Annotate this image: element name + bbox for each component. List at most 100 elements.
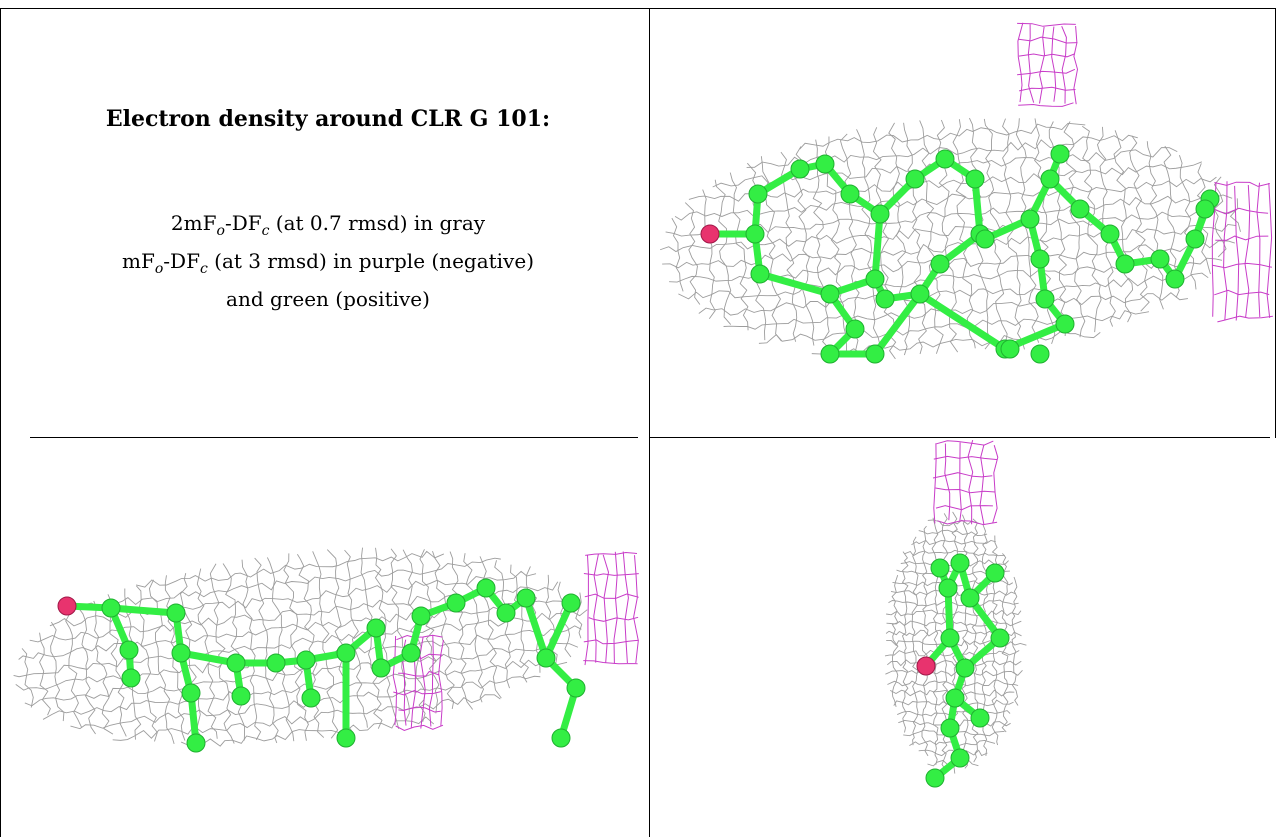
carbon-atom <box>1165 269 1185 289</box>
carbon-atom <box>940 628 960 648</box>
density-render-1 <box>659 22 1273 364</box>
caption-line-mfo: mFo-DFc (at 3 rmsd) in purple (negative) <box>122 249 534 277</box>
purple-mesh-right <box>583 551 639 666</box>
bond <box>871 210 884 283</box>
carbon-atom <box>516 588 536 608</box>
bond <box>756 270 834 298</box>
carbon-atom <box>411 606 431 626</box>
carbon-atom <box>1030 249 1050 269</box>
carbon-atom <box>925 768 945 788</box>
carbon-atom <box>101 598 121 618</box>
carbon-atom <box>820 284 840 304</box>
carbon-atom <box>950 748 970 768</box>
oxygen-atom <box>700 224 720 244</box>
carbon-atom <box>371 658 391 678</box>
carbon-atom <box>566 678 586 698</box>
purple-mesh-top <box>1017 22 1079 107</box>
carbon-atom <box>119 640 139 660</box>
carbon-atom <box>790 159 810 179</box>
carbon-atom <box>750 264 770 284</box>
carbon-atom <box>845 319 865 339</box>
purple-mesh-top <box>932 439 999 526</box>
carbon-atom <box>296 650 316 670</box>
carbon-atom <box>975 229 995 249</box>
cholesterol-molecule-view-3 <box>916 553 1010 788</box>
carbon-atom <box>935 149 955 169</box>
carbon-atom <box>1115 254 1135 274</box>
bond <box>107 604 180 617</box>
carbon-atom <box>171 643 191 663</box>
carbon-atom <box>446 593 466 613</box>
density-view-bottom-left <box>1 438 649 837</box>
density-view-top-right <box>650 9 1275 437</box>
carbon-atom <box>336 728 356 748</box>
carbon-atom <box>945 688 965 708</box>
carbon-atom <box>336 643 356 663</box>
caption-line-positive: and green (positive) <box>226 287 430 311</box>
carbon-atom <box>1070 199 1090 219</box>
carbon-atom <box>561 593 581 613</box>
carbon-atom <box>1035 289 1055 309</box>
carbon-atom <box>970 708 990 728</box>
carbon-atom <box>905 169 925 189</box>
carbon-atom <box>1020 209 1040 229</box>
purple-mesh-right <box>1211 181 1273 323</box>
top-border <box>0 8 1276 9</box>
carbon-atom <box>301 688 321 708</box>
carbon-atom <box>875 289 895 309</box>
carbon-atom <box>865 344 885 364</box>
caption-title: Electron density around CLR G 101: <box>105 106 551 132</box>
carbon-atom <box>965 169 985 189</box>
carbon-atom <box>745 224 765 244</box>
center-divider <box>649 8 650 837</box>
bond <box>916 290 1009 353</box>
carbon-atom <box>496 603 516 623</box>
carbon-atom <box>1185 229 1205 249</box>
carbon-atom <box>930 558 950 578</box>
middle-divider-right <box>650 437 1270 438</box>
carbon-atom <box>121 668 141 688</box>
carbon-atom <box>815 154 835 174</box>
carbon-atom <box>1055 314 1075 334</box>
carbon-atom <box>1030 344 1050 364</box>
gray-mesh <box>659 117 1241 360</box>
density-view-bottom-right <box>650 438 1276 837</box>
carbon-atom <box>870 204 890 224</box>
carbon-atom <box>840 184 860 204</box>
carbon-atom <box>181 683 201 703</box>
density-render-3 <box>884 439 1027 788</box>
carbon-atom <box>930 254 950 274</box>
caption-line-2mfo: 2mFo-DFc (at 0.7 rmsd) in gray <box>170 211 486 239</box>
carbon-atom <box>940 718 960 738</box>
oxygen-atom <box>57 596 77 616</box>
carbon-atom <box>910 284 930 304</box>
left-border <box>0 8 1 837</box>
carbon-atom <box>536 648 556 668</box>
bond <box>522 594 550 662</box>
carbon-atom <box>551 728 571 748</box>
carbon-atom <box>186 733 206 753</box>
carbon-atom <box>166 603 186 623</box>
carbon-atom <box>1040 169 1060 189</box>
carbon-atom <box>990 628 1010 648</box>
carbon-atom <box>748 184 768 204</box>
caption-text: 2mFo-DFc (at 0.7 rmsd) in gray mFo-DFc (… <box>8 208 648 314</box>
density-render-2 <box>13 547 639 753</box>
caption-cell: Electron density around CLR G 101: 2mFo-… <box>8 8 648 433</box>
bond <box>542 599 575 662</box>
gray-mesh <box>13 547 588 748</box>
oxygen-atom <box>916 656 936 676</box>
carbon-atom <box>231 686 251 706</box>
middle-divider-left <box>30 437 638 438</box>
carbon-atom <box>1000 339 1020 359</box>
carbon-atom <box>985 563 1005 583</box>
carbon-atom <box>960 588 980 608</box>
carbon-atom <box>820 344 840 364</box>
carbon-atom <box>476 578 496 598</box>
carbon-atom <box>1195 199 1215 219</box>
carbon-atom <box>955 658 975 678</box>
carbon-atom <box>226 653 246 673</box>
carbon-atom <box>865 269 885 289</box>
cholesterol-molecule-view-2 <box>57 578 586 753</box>
